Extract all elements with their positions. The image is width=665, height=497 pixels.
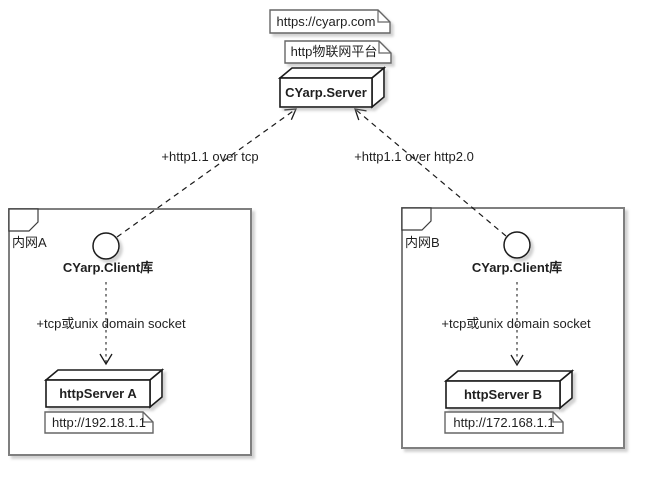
- package-a-corner-icon: [8, 208, 39, 232]
- httpserver-a-node: [43, 368, 165, 409]
- httpserver-b-node: [443, 369, 575, 410]
- edge-right-label: +http1.1 over http2.0: [354, 149, 474, 164]
- edge-left-label: +http1.1 over tcp: [161, 149, 259, 164]
- server-node-label: CYarp.Server: [285, 85, 367, 100]
- client-a-interface-circle: [92, 232, 120, 260]
- socket-a-label: +tcp或unix domain socket: [36, 316, 186, 331]
- httpserver-a-address-note: [44, 411, 154, 434]
- client-a-label: CYarp.Client库: [62, 260, 154, 275]
- edge-client-a-to-server: [116, 108, 298, 238]
- url-note-shape: [269, 9, 391, 34]
- httpserver-b-address-note: [444, 411, 564, 434]
- package-b-corner-icon: [401, 207, 432, 231]
- httpserver-a-address-label: http://192.18.1.1: [52, 415, 146, 430]
- client-b-interface-circle: [503, 231, 531, 259]
- package-b-name: 内网B: [405, 235, 440, 250]
- httpserver-b-address-label: http://172.168.1.1: [453, 415, 555, 430]
- platform-note-label: http物联网平台: [290, 44, 378, 59]
- server-node: [277, 66, 387, 109]
- edge-client-b-to-server: [354, 108, 507, 237]
- url-note-label: https://cyarp.com: [276, 14, 376, 29]
- client-b-label: CYarp.Client库: [471, 260, 563, 275]
- socket-b-label: +tcp或unix domain socket: [441, 316, 591, 331]
- httpserver-b-label: httpServer B: [463, 387, 543, 402]
- platform-note-shape: [284, 40, 392, 64]
- httpserver-a-label: httpServer A: [59, 386, 137, 401]
- package-a-name: 内网A: [12, 235, 47, 250]
